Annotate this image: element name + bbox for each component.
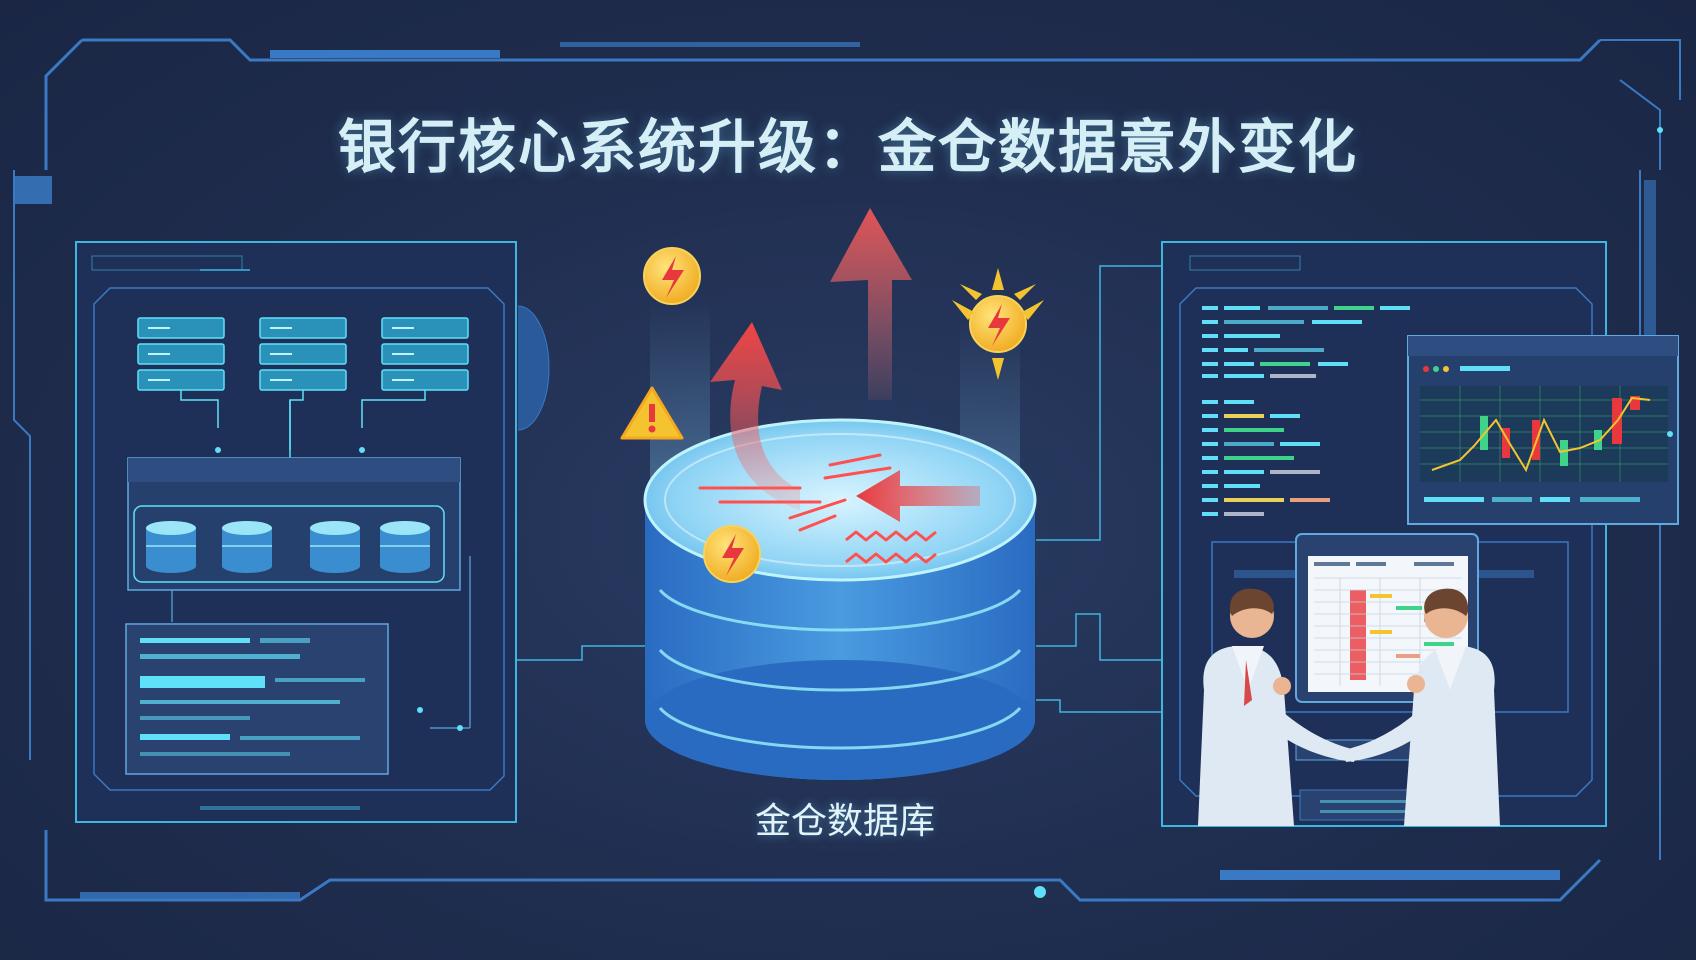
engineer-left-figure [1198, 588, 1356, 826]
lightning-bolt-icon [643, 247, 1044, 583]
analytics-chart-window [1407, 335, 1679, 525]
page-title: 银行核心系统升级：金仓数据意外变化 [337, 113, 1358, 181]
left-connector [516, 645, 650, 661]
decor-dots [1034, 127, 1673, 898]
engineer-right-figure [1344, 588, 1500, 826]
frame-tab-left [14, 176, 52, 204]
left-panel-side-tab [517, 305, 550, 431]
server-stack-icon [137, 317, 469, 391]
central-database [643, 300, 1037, 780]
warning-triangle-icon [620, 386, 684, 440]
frame-tab-right [1644, 180, 1656, 340]
left-system-panel [75, 241, 517, 823]
frame-bar-bottom-left [80, 892, 300, 900]
database-cylinder-icon [146, 521, 430, 573]
frame-bar-top-left [270, 50, 500, 58]
database-label: 金仓数据库 [754, 801, 935, 842]
red-arrow-icon [710, 208, 980, 522]
frame-bar-bottom-right [1220, 870, 1560, 880]
frame-bar-top-mid [560, 42, 860, 47]
right-connectors [1036, 265, 1162, 713]
